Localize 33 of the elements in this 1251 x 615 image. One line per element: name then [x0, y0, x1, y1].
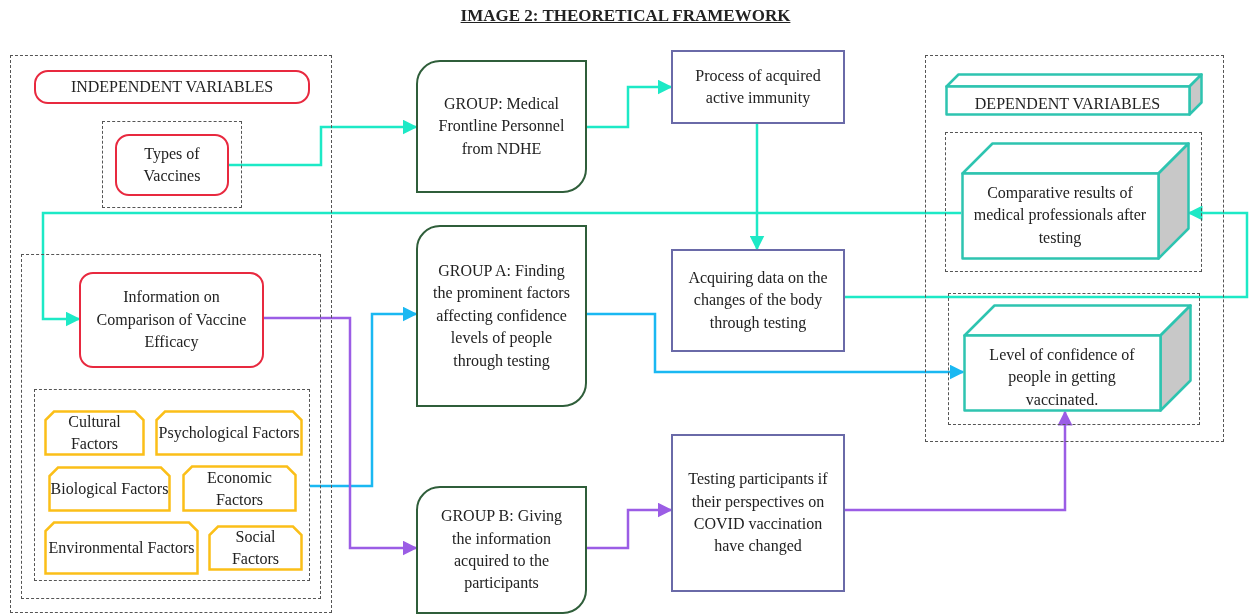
rounded-corner-box: GROUP B: Giving the information acquired to the participants — [416, 486, 587, 614]
chamfered-box: Environmental Factors — [44, 521, 199, 575]
arrow — [41, 211, 961, 327]
arrow — [845, 205, 1249, 299]
chamfered-box: Biological Factors — [48, 466, 171, 512]
chamfered-box: Economic Factors — [182, 465, 297, 512]
process-box: Testing participants if their perspectives on COVID vaccination have changed — [671, 434, 845, 592]
arrow — [587, 502, 673, 550]
process-box: Acquiring data on the changes of the body through testing — [671, 249, 845, 352]
dashed-group-box — [34, 389, 310, 581]
dashed-group-box — [102, 121, 242, 208]
dashed-group-box — [21, 254, 321, 599]
arrow — [587, 79, 673, 129]
chamfered-box: Cultural Factors — [44, 410, 145, 456]
chamfered-box: Psychological Factors — [155, 410, 303, 456]
arrow — [264, 316, 418, 556]
rounded-box: Types of Vaccines — [115, 134, 229, 196]
arrow — [229, 119, 418, 167]
dashed-group-box — [945, 132, 1202, 272]
rounded-box: Information on Comparison of Vaccine Efficacy — [79, 272, 264, 368]
chamfered-box: Social Factors — [208, 525, 303, 571]
arrow — [845, 410, 1073, 512]
arrow — [587, 312, 965, 380]
diagram-title: IMAGE 2: THEORETICAL FRAMEWORK — [459, 6, 792, 26]
arrow — [310, 306, 418, 488]
rounded-corner-box: GROUP: Medical Frontline Personnel from NDHE — [416, 60, 587, 193]
process-box: Process of acquired active immunity — [671, 50, 845, 124]
rounded-corner-box: GROUP A: Finding the prominent factors affecting confidence levels of people through testing — [416, 225, 587, 407]
arrow — [749, 124, 765, 251]
dashed-group-box — [948, 293, 1200, 425]
dashed-group-box — [10, 55, 332, 613]
rounded-box: INDEPENDENT VARIABLES — [34, 70, 310, 104]
dashed-group-box — [925, 55, 1224, 442]
